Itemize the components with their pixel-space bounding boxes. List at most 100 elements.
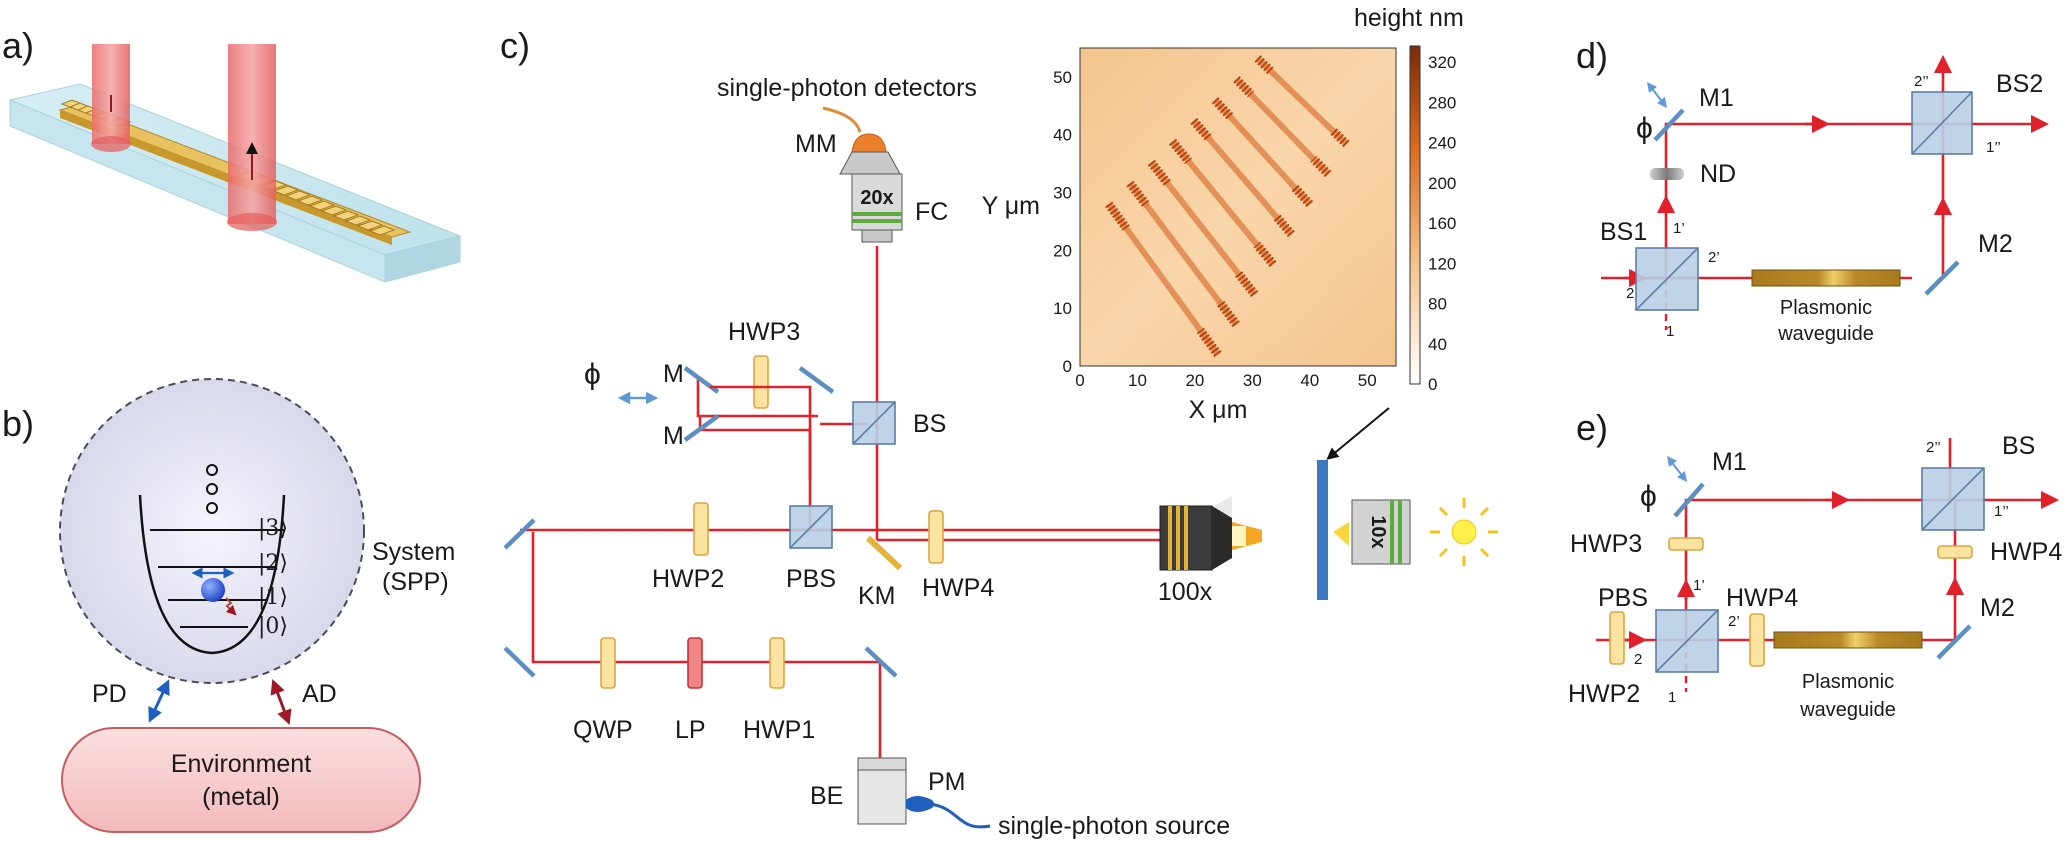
afm-x-tick: 0 bbox=[1075, 371, 1084, 390]
pd-label: PD bbox=[92, 680, 127, 708]
lp-plate bbox=[687, 637, 703, 689]
d-phi-label: ϕ bbox=[1636, 112, 1653, 145]
e-port-1p: 1’ bbox=[1693, 577, 1705, 594]
e-plasmonic-waveguide bbox=[1773, 631, 1923, 649]
panel-d: d) M1 ϕ ND BS2 2’’ 1’’ BS1 1’ 2’ 2 1 Pla… bbox=[1576, 35, 2050, 345]
d-phase-arrow bbox=[1646, 82, 1668, 108]
gold-waveguide-side bbox=[60, 110, 392, 245]
e-pbs-label: PBS bbox=[1598, 584, 1648, 612]
afm-colorbar-tick: 200 bbox=[1428, 174, 1456, 193]
mirror-left-top bbox=[503, 518, 536, 550]
panel-d-label: d) bbox=[1576, 35, 1608, 76]
afm-grating bbox=[1105, 201, 1130, 231]
decay-arrow bbox=[225, 597, 237, 616]
afm-y-tick: 10 bbox=[1053, 299, 1072, 318]
source-label: single-photon source bbox=[998, 812, 1230, 840]
e-hwp3-plate bbox=[1668, 537, 1704, 551]
mirror-bottom-right bbox=[864, 646, 898, 678]
e-hwp3-label: HWP3 bbox=[1570, 530, 1642, 558]
e-port-1pp: 1’’ bbox=[1994, 503, 2009, 520]
afm-colorbar-tick: 320 bbox=[1428, 53, 1456, 72]
d-bs2-label: BS2 bbox=[1996, 70, 2043, 98]
afm-colorbar bbox=[1409, 45, 1421, 385]
ket-0: |0⟩ bbox=[258, 614, 288, 639]
sample-slide bbox=[1317, 460, 1328, 600]
pm-fiber bbox=[929, 802, 991, 829]
afm-y-tick: 40 bbox=[1053, 126, 1072, 145]
afm-x-tick: 20 bbox=[1185, 371, 1204, 390]
dot-2 bbox=[206, 483, 218, 495]
km-label: KM bbox=[858, 582, 896, 610]
ad-arrow bbox=[270, 678, 292, 726]
afm-x-tick: 40 bbox=[1300, 371, 1319, 390]
e-phase-arrow bbox=[1666, 456, 1688, 482]
e-hwp4-mid-plate bbox=[1749, 613, 1765, 667]
e-hwp4-right-label: HWP4 bbox=[1990, 538, 2062, 566]
mirror-left-bottom bbox=[503, 646, 536, 678]
lp-label: LP bbox=[675, 716, 706, 744]
panel-a: a) bbox=[2, 25, 462, 283]
km-mirror bbox=[865, 535, 903, 571]
afm-image bbox=[1079, 47, 1397, 367]
afm-waveguide bbox=[1212, 98, 1313, 207]
d-nd-filter bbox=[1650, 168, 1684, 180]
output-laser-beam bbox=[228, 44, 276, 224]
afm-waveguide bbox=[1106, 202, 1221, 357]
dot-3 bbox=[206, 502, 218, 514]
afm-x-tick: 50 bbox=[1358, 371, 1377, 390]
e-hwp2-plate bbox=[1609, 611, 1625, 665]
beam-delay-top bbox=[696, 378, 818, 418]
e-waveguide-label: Plasmonic bbox=[1802, 671, 1894, 693]
environment-sublabel: (metal) bbox=[202, 783, 280, 811]
bs-label: BS bbox=[913, 410, 946, 438]
pbs-label: PBS bbox=[786, 565, 836, 593]
d-port-2pp: 2’’ bbox=[1914, 73, 1929, 90]
e-port-2: 2 bbox=[1634, 651, 1642, 668]
fiber-to-detector bbox=[822, 106, 862, 133]
e-waveguide-sublabel: waveguide bbox=[1799, 699, 1896, 721]
afm-grating bbox=[1169, 138, 1193, 165]
beam-delay-bottom bbox=[698, 416, 812, 480]
panel-c-label: c) bbox=[500, 25, 530, 66]
afm-colorbar-tick: 40 bbox=[1428, 335, 1447, 354]
e-bs-label: BS bbox=[2002, 432, 2035, 460]
qwp-label: QWP bbox=[573, 716, 633, 744]
d-waveguide-label: Plasmonic bbox=[1780, 297, 1872, 319]
panel-e: e) M1 ϕ HWP3 BS 2’’ 1’’ HWP4 PBS HWP4 1’… bbox=[1568, 407, 2062, 721]
afm-grating bbox=[1126, 180, 1151, 209]
afm-waveguide bbox=[1255, 56, 1349, 147]
e-m1-label: M1 bbox=[1712, 448, 1747, 476]
d-port-1pp: 1’’ bbox=[1986, 139, 2001, 156]
afm-grating bbox=[1254, 55, 1275, 76]
beam-expander bbox=[857, 769, 907, 825]
e-hwp4-mid-label: HWP4 bbox=[1726, 584, 1798, 612]
hwp1-label: HWP1 bbox=[743, 716, 815, 744]
pm-label: PM bbox=[928, 768, 966, 796]
hwp1-plate bbox=[769, 637, 785, 689]
afm-colorbar-tick: 160 bbox=[1428, 214, 1456, 233]
afm-grating bbox=[1310, 155, 1332, 178]
afm-grating bbox=[1215, 299, 1240, 328]
ket-3: |3⟩ bbox=[258, 516, 288, 541]
d-port-2: 2 bbox=[1626, 285, 1634, 302]
system-sublabel: (SPP) bbox=[382, 568, 449, 596]
e-port-2pp: 2’’ bbox=[1926, 439, 1941, 456]
afm-y-tick: 20 bbox=[1053, 241, 1072, 260]
obj10-label: 10x bbox=[1367, 515, 1389, 548]
potential-well bbox=[138, 494, 286, 655]
afm-colorbar-tick: 120 bbox=[1428, 254, 1456, 273]
afm-colorbar-tick: 240 bbox=[1428, 134, 1456, 153]
d-m1-label: M1 bbox=[1699, 84, 1734, 112]
fc-cap bbox=[839, 151, 901, 175]
beam-source-path bbox=[531, 532, 882, 760]
d-m2-label: M2 bbox=[1978, 230, 2013, 258]
panel-e-label: e) bbox=[1576, 407, 1608, 448]
panel-b: b) |3⟩ |2⟩ |1⟩ |0⟩ System (SPP) PD AD En… bbox=[2, 378, 455, 833]
hwp4-plate bbox=[928, 510, 944, 564]
e-m2 bbox=[1936, 624, 1972, 660]
mirror-m-bottom bbox=[683, 414, 720, 442]
be-label: BE bbox=[810, 782, 843, 810]
